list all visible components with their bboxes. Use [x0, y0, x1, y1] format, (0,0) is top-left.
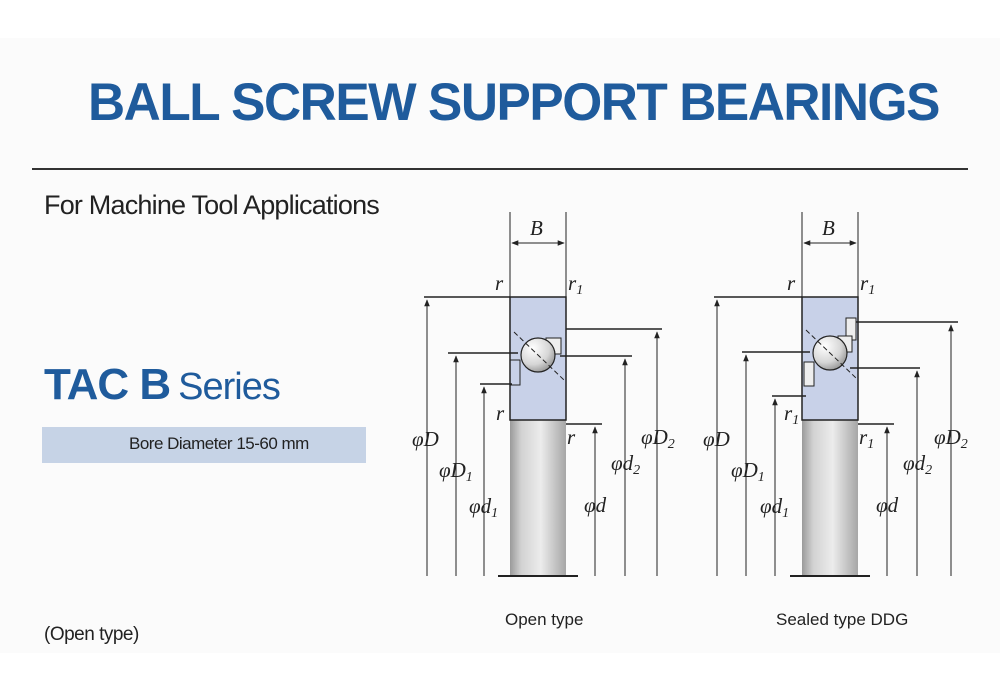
title-divider	[32, 168, 968, 170]
shaft	[510, 420, 566, 577]
bore-range-text: Bore Diameter 15-60 mm	[129, 434, 309, 453]
d-label: φd	[584, 493, 607, 517]
r1-top-label: r1	[860, 271, 875, 298]
d-label: φd	[876, 493, 899, 517]
contact-angle-line	[513, 331, 565, 381]
seal-left	[803, 361, 815, 387]
r-top-label: r	[787, 271, 796, 295]
sealed-type-caption: Sealed type DDG	[776, 610, 908, 629]
bore-range-band	[42, 427, 366, 463]
r-top-label: r	[495, 271, 504, 295]
open-type-caption: Open type	[505, 610, 583, 629]
r1-top-label: r1	[568, 271, 583, 298]
r1-right-label: r1	[859, 425, 874, 452]
d1-label: φd1	[760, 494, 789, 521]
D1-label: φD1	[439, 458, 473, 485]
d2-label: φd2	[903, 451, 932, 478]
series-name: TAC B	[44, 360, 171, 409]
page-subtitle: For Machine Tool Applications	[44, 190, 380, 220]
D1-label: φD1	[731, 458, 765, 485]
series-word: Series	[178, 366, 281, 408]
shaft	[802, 420, 858, 577]
r-mid-label: r	[496, 401, 505, 425]
D2-label: φD2	[934, 425, 968, 452]
b-label: B	[530, 216, 543, 240]
r-right-label: r	[567, 425, 576, 449]
inner-ring-profile	[510, 359, 521, 386]
d2-label: φd2	[611, 451, 640, 478]
b-label: B	[822, 216, 835, 240]
D-label: φD	[412, 427, 439, 451]
D2-label: φD2	[641, 425, 675, 452]
D-label: φD	[703, 427, 730, 451]
contact-angle-line	[805, 329, 857, 379]
footnote: (Open type)	[44, 624, 139, 645]
r1-mid-label: r1	[784, 401, 799, 428]
open-type-diagram: B r r1 r r φD φD1 φd1 φd φd2 φD2 Open ty…	[412, 212, 675, 629]
d1-label: φd1	[469, 494, 498, 521]
sealed-type-diagram: B r r1 r1 r1 φD φD1 φd1 φd φd2 φD2 Seale…	[703, 212, 968, 629]
page-title: BALL SCREW SUPPORT BEARINGS	[88, 73, 940, 132]
